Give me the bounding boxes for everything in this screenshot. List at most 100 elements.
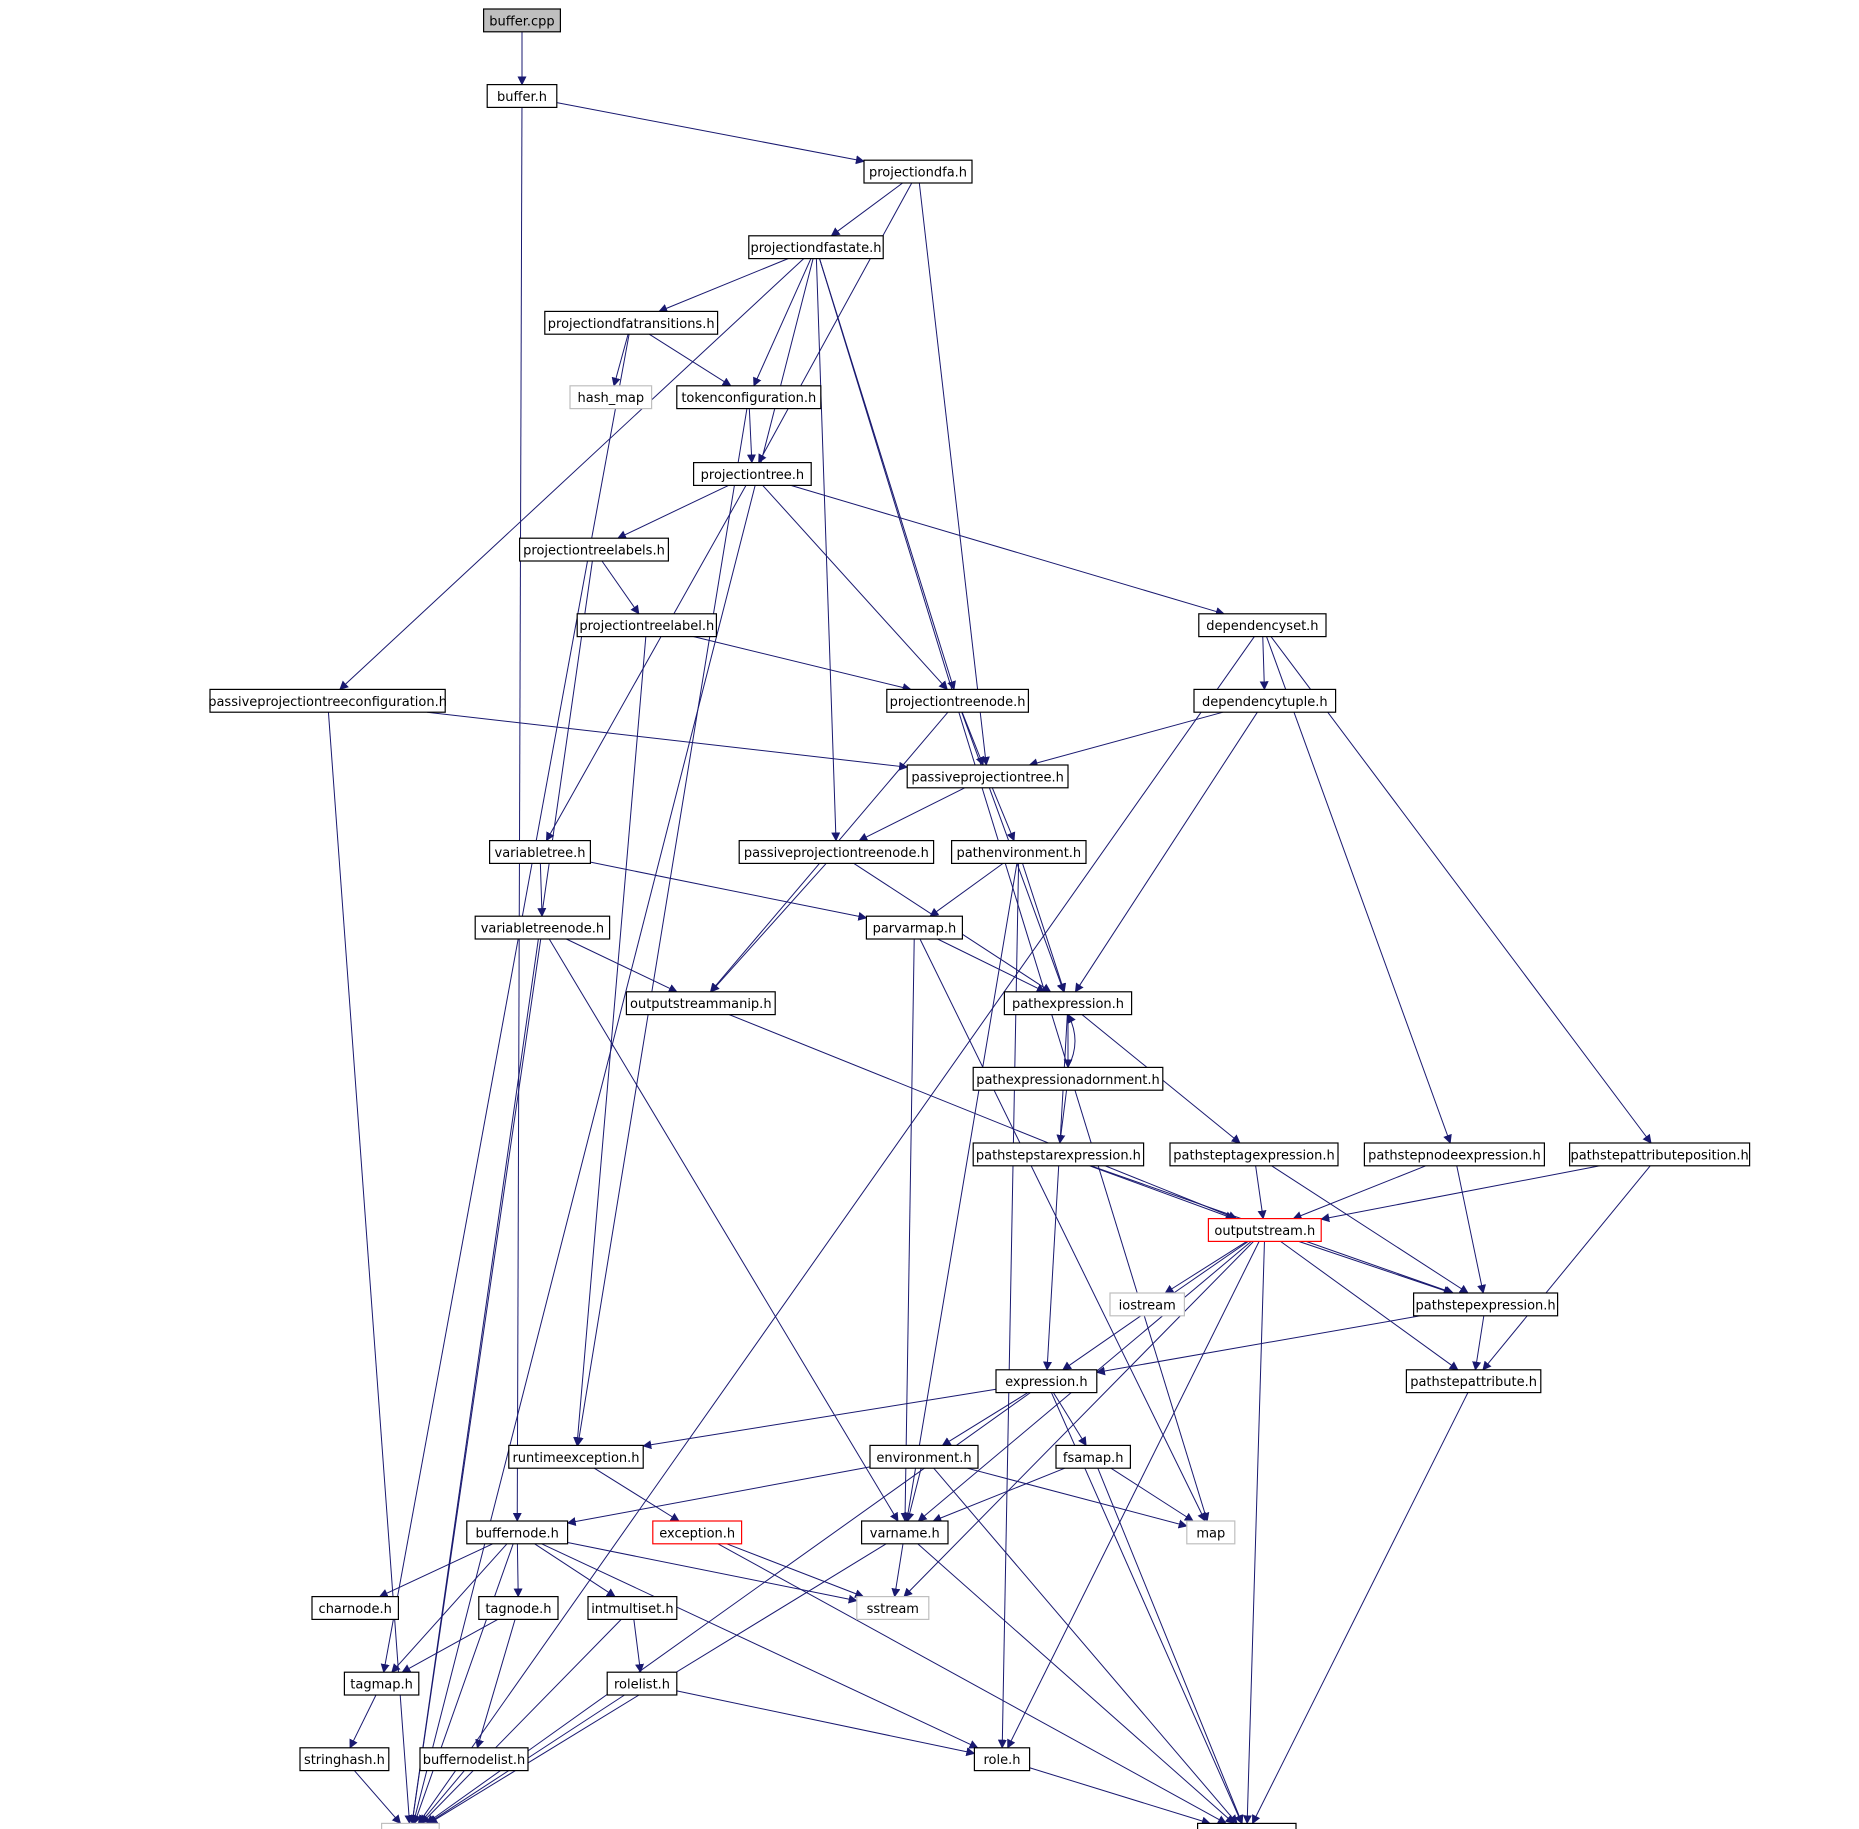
node-box[interactable] bbox=[486, 83, 558, 108]
node-dependencytuple-h[interactable]: dependencytuple.h bbox=[1193, 688, 1337, 713]
node-buffer-h[interactable]: buffer.h bbox=[486, 83, 558, 108]
node-box[interactable] bbox=[381, 1822, 440, 1829]
node-pathstepnodeexpression-h[interactable]: pathstepnodeexpression.h bbox=[1363, 1142, 1546, 1167]
node-passiveprojectiontree-h[interactable]: passiveprojectiontree.h bbox=[906, 764, 1069, 789]
node-box[interactable] bbox=[1196, 1822, 1297, 1829]
node-box[interactable] bbox=[1169, 1142, 1339, 1167]
node-pathstepattribute-h[interactable]: pathstepattribute.h bbox=[1405, 1369, 1542, 1394]
node-pathexpression-h[interactable]: pathexpression.h bbox=[1003, 991, 1133, 1016]
node-tokenconfiguration-h[interactable]: tokenconfiguration.h bbox=[676, 385, 822, 410]
node-box[interactable] bbox=[209, 688, 446, 713]
node-box[interactable] bbox=[863, 159, 973, 184]
node-expression-h[interactable]: expression.h bbox=[995, 1369, 1098, 1394]
node-fsamap-h[interactable]: fsamap.h bbox=[1055, 1444, 1132, 1469]
node-tagnode-h[interactable]: tagnode.h bbox=[478, 1595, 559, 1620]
node-outputstreammanip-h[interactable]: outputstreammanip.h bbox=[625, 991, 776, 1016]
node-box[interactable] bbox=[576, 613, 718, 638]
node-box[interactable] bbox=[466, 1520, 569, 1545]
node-projectiontreelabel-h[interactable]: projectiontreelabel.h bbox=[576, 613, 718, 638]
node-pathstepexpression-h[interactable]: pathstepexpression.h bbox=[1412, 1292, 1559, 1317]
node-role-h[interactable]: role.h bbox=[973, 1747, 1031, 1772]
node-passiveprojectiontreenode-h[interactable]: passiveprojectiontreenode.h bbox=[738, 839, 935, 864]
node-charnode-h[interactable]: charnode.h bbox=[311, 1595, 400, 1620]
node-pathstepstarexpression-h[interactable]: pathstepstarexpression.h bbox=[972, 1142, 1145, 1167]
node-box[interactable] bbox=[508, 1444, 644, 1469]
node-box[interactable] bbox=[692, 462, 812, 487]
node-buffer-cpp[interactable]: buffer.cpp bbox=[483, 8, 562, 33]
node-runtimeexception-h[interactable]: runtimeexception.h bbox=[508, 1444, 644, 1469]
node-box[interactable] bbox=[587, 1595, 678, 1620]
node-passiveprojectiontreeconfiguration-h[interactable]: passiveprojectiontreeconfiguration.h bbox=[208, 688, 447, 713]
node-buffernode-h[interactable]: buffernode.h bbox=[466, 1520, 569, 1545]
node-iostream[interactable]: iostream bbox=[1109, 1292, 1186, 1317]
node-box[interactable] bbox=[1198, 613, 1327, 638]
node-sstream[interactable]: sstream bbox=[856, 1595, 930, 1620]
node-rolelist-h[interactable]: rolelist.h bbox=[606, 1671, 678, 1696]
node-box[interactable] bbox=[748, 235, 884, 260]
node-projectiondfa-h[interactable]: projectiondfa.h bbox=[863, 159, 973, 184]
node-box[interactable] bbox=[489, 839, 592, 864]
node-box[interactable] bbox=[950, 839, 1087, 864]
node-exception-h[interactable]: exception.h bbox=[652, 1520, 743, 1545]
node-box[interactable] bbox=[856, 1595, 930, 1620]
node-box[interactable] bbox=[1193, 688, 1337, 713]
node-box[interactable] bbox=[738, 839, 935, 864]
node-projectiondfatransitions-h[interactable]: projectiondfatransitions.h bbox=[544, 310, 719, 335]
node-variabletree-h[interactable]: variabletree.h bbox=[489, 839, 592, 864]
node-box[interactable] bbox=[906, 764, 1069, 789]
node-box[interactable] bbox=[544, 310, 719, 335]
node-box[interactable] bbox=[474, 915, 611, 940]
node-box[interactable] bbox=[995, 1369, 1098, 1394]
node-outputstream-h[interactable]: outputstream.h bbox=[1207, 1217, 1322, 1242]
node-typeenums-h[interactable]: typeenums.h bbox=[1196, 1822, 1297, 1829]
node-map[interactable]: map bbox=[1186, 1520, 1236, 1545]
node-box[interactable] bbox=[478, 1595, 559, 1620]
node-box[interactable] bbox=[972, 1142, 1145, 1167]
node-intmultiset-h[interactable]: intmultiset.h bbox=[587, 1595, 678, 1620]
node-environment-h[interactable]: environment.h bbox=[869, 1444, 979, 1469]
node-hash-map[interactable]: hash_map bbox=[569, 385, 653, 410]
node-box[interactable] bbox=[299, 1747, 390, 1772]
node-box[interactable] bbox=[1003, 991, 1133, 1016]
node-pathenvironment-h[interactable]: pathenvironment.h bbox=[950, 839, 1087, 864]
node-box[interactable] bbox=[1186, 1520, 1236, 1545]
node-vector[interactable]: vector bbox=[381, 1822, 440, 1829]
node-box[interactable] bbox=[1412, 1292, 1559, 1317]
node-box[interactable] bbox=[606, 1671, 678, 1696]
node-box[interactable] bbox=[652, 1520, 743, 1545]
node-box[interactable] bbox=[865, 915, 964, 940]
node-tagmap-h[interactable]: tagmap.h bbox=[343, 1671, 420, 1696]
node-stringhash-h[interactable]: stringhash.h bbox=[299, 1747, 390, 1772]
node-projectiontreelabels-h[interactable]: projectiontreelabels.h bbox=[518, 537, 669, 562]
node-box[interactable] bbox=[1207, 1217, 1322, 1242]
node-projectiondfastate-h[interactable]: projectiondfastate.h bbox=[748, 235, 884, 260]
node-box[interactable] bbox=[343, 1671, 420, 1696]
node-pathsteptagexpression-h[interactable]: pathsteptagexpression.h bbox=[1169, 1142, 1339, 1167]
node-box[interactable] bbox=[625, 991, 776, 1016]
node-pathstepattributeposition-h[interactable]: pathstepattributeposition.h bbox=[1568, 1142, 1751, 1167]
node-box[interactable] bbox=[1568, 1142, 1751, 1167]
node-box[interactable] bbox=[886, 688, 1029, 713]
node-box[interactable] bbox=[676, 385, 822, 410]
node-box[interactable] bbox=[869, 1444, 979, 1469]
node-box[interactable] bbox=[483, 8, 562, 33]
node-box[interactable] bbox=[1109, 1292, 1186, 1317]
node-varname-h[interactable]: varname.h bbox=[860, 1520, 949, 1545]
node-box[interactable] bbox=[569, 385, 653, 410]
node-box[interactable] bbox=[973, 1747, 1031, 1772]
node-dependencyset-h[interactable]: dependencyset.h bbox=[1198, 613, 1327, 638]
node-buffernodelist-h[interactable]: buffernodelist.h bbox=[419, 1747, 529, 1772]
node-box[interactable] bbox=[972, 1066, 1164, 1091]
node-box[interactable] bbox=[419, 1747, 529, 1772]
node-box[interactable] bbox=[860, 1520, 949, 1545]
node-pathexpressionadornment-h[interactable]: pathexpressionadornment.h bbox=[972, 1066, 1164, 1091]
node-variabletreenode-h[interactable]: variabletreenode.h bbox=[474, 915, 611, 940]
node-box[interactable] bbox=[1363, 1142, 1546, 1167]
node-box[interactable] bbox=[1055, 1444, 1132, 1469]
node-projectiontree-h[interactable]: projectiontree.h bbox=[692, 462, 812, 487]
node-parvarmap-h[interactable]: parvarmap.h bbox=[865, 915, 964, 940]
node-box[interactable] bbox=[518, 537, 669, 562]
node-box[interactable] bbox=[311, 1595, 400, 1620]
node-box[interactable] bbox=[1405, 1369, 1542, 1394]
node-projectiontreenode-h[interactable]: projectiontreenode.h bbox=[886, 688, 1029, 713]
